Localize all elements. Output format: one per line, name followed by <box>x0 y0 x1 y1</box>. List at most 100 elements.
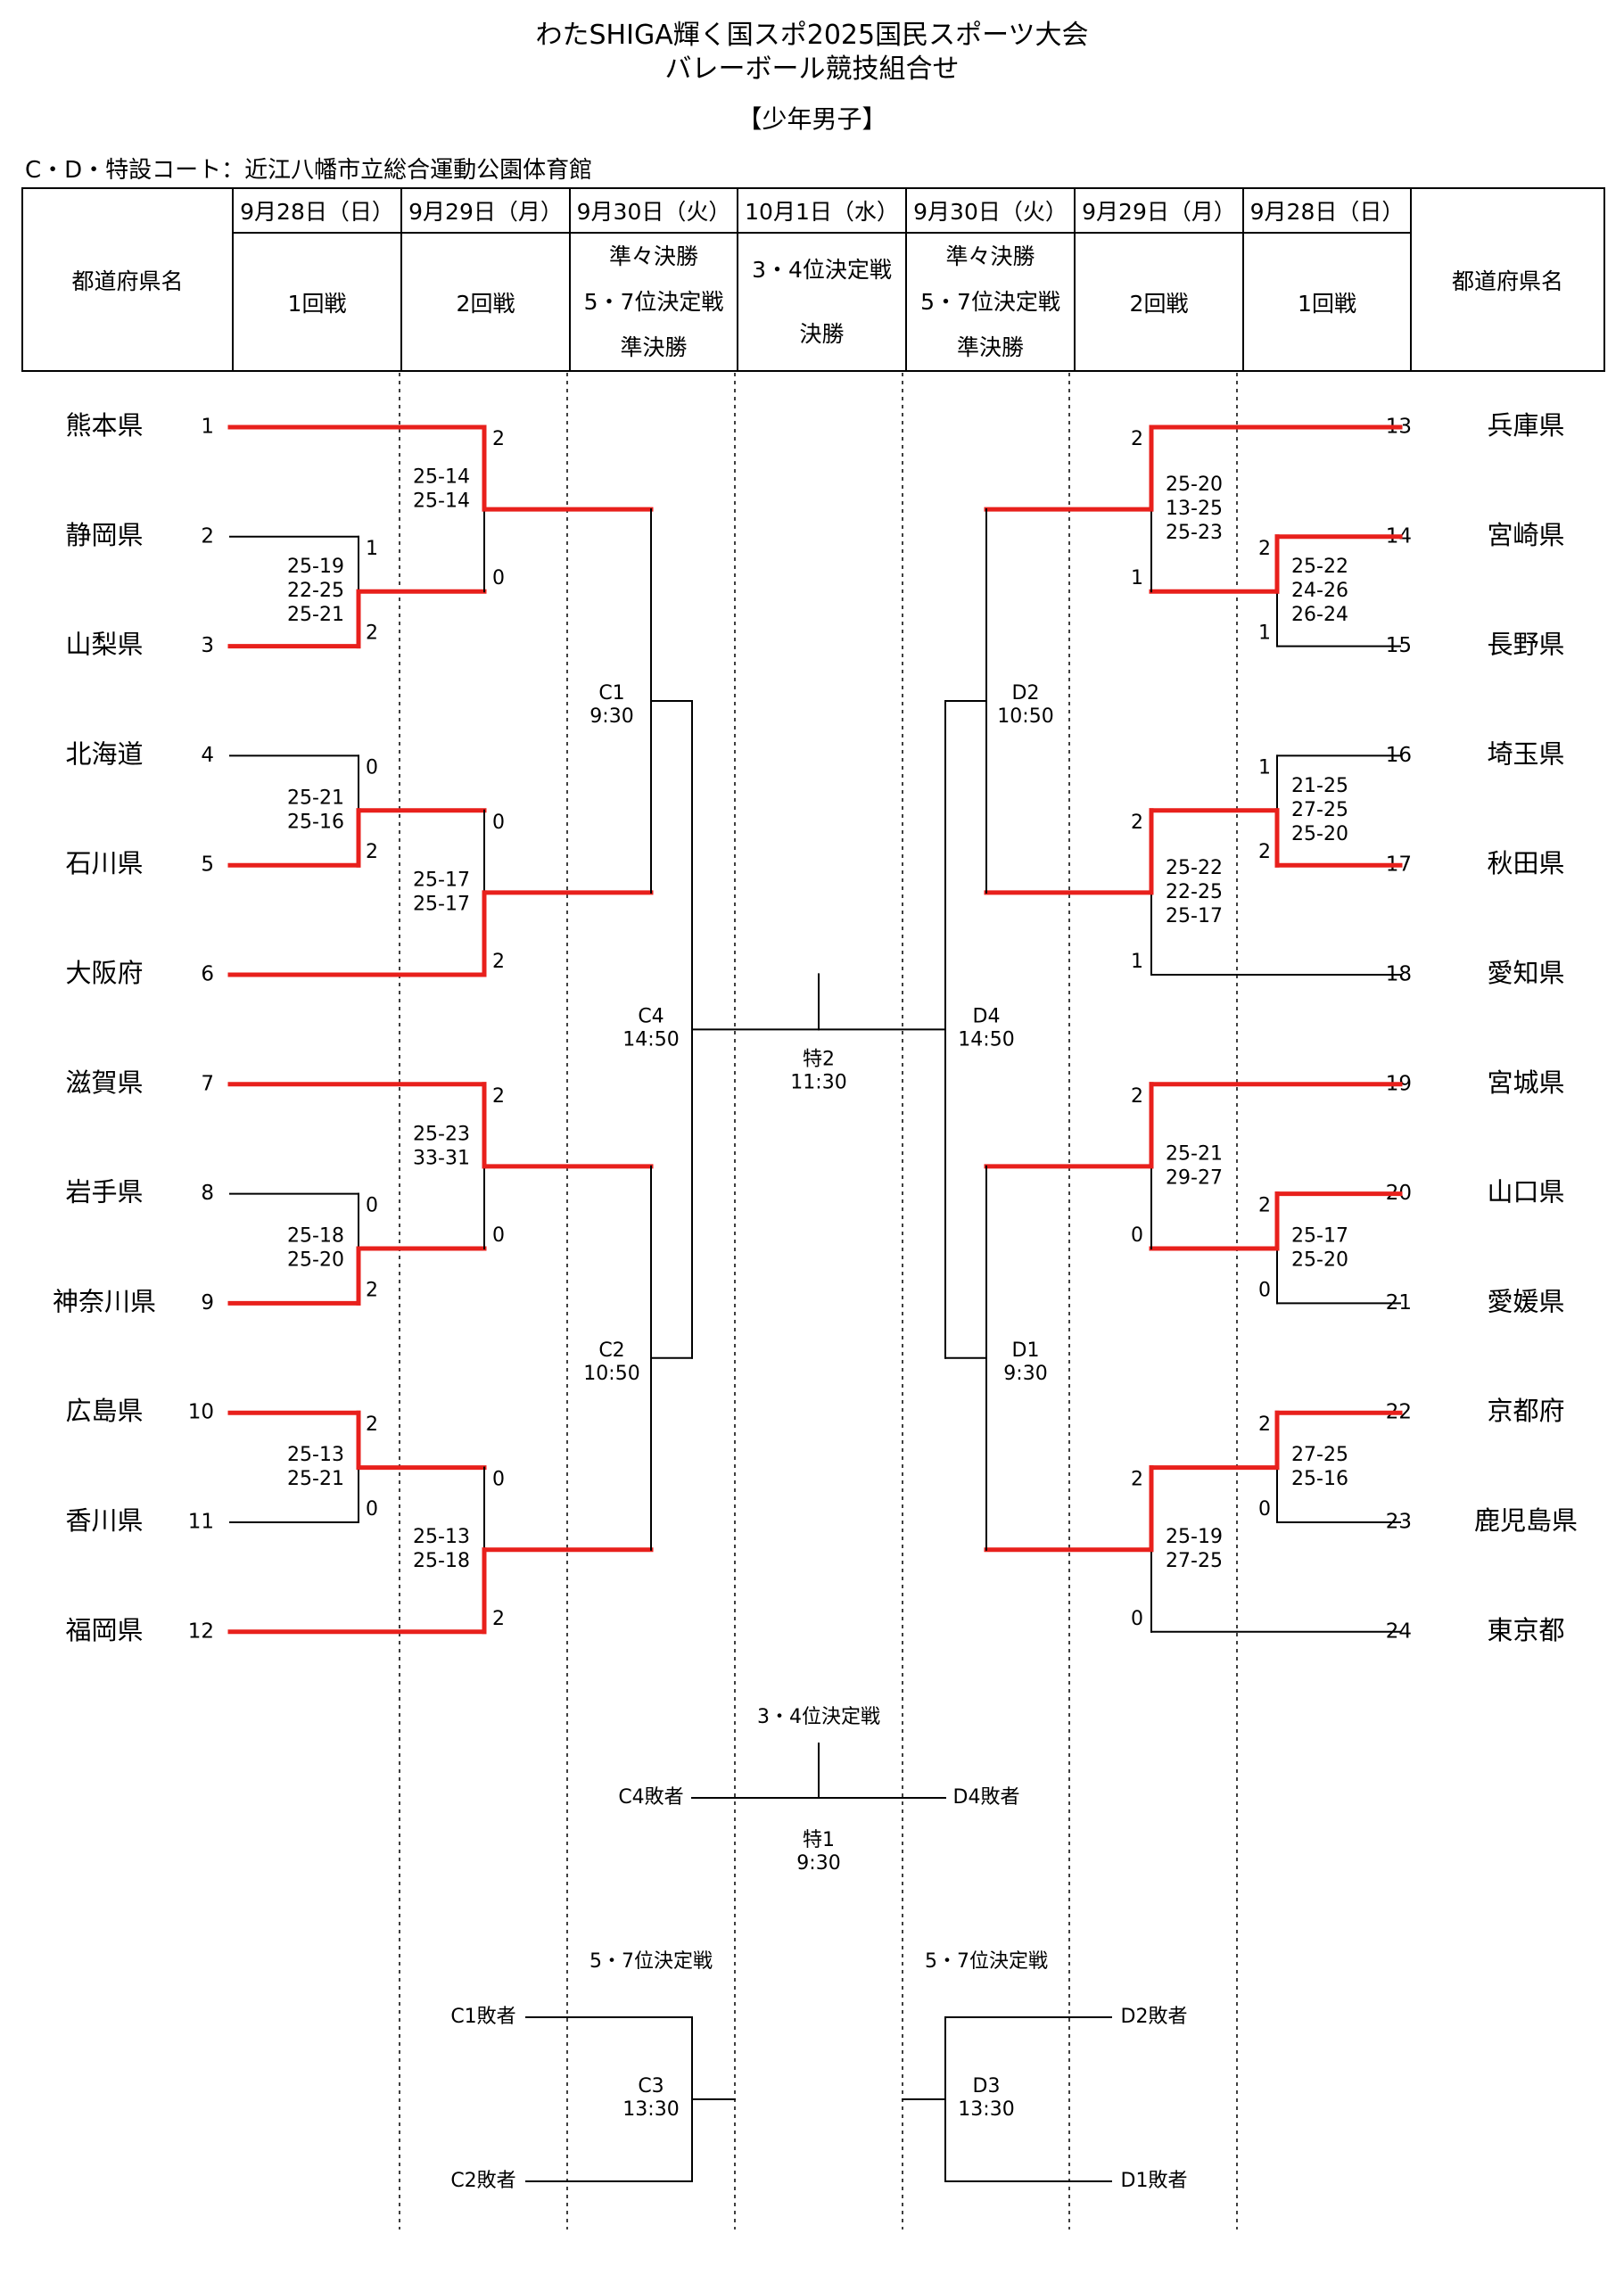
loser-label: D4敗者 <box>953 1786 1020 1809</box>
match-code: C3 <box>638 2075 664 2098</box>
venue-label: C・D・特設コート：近江八幡市立総合運動公園体育館 <box>25 157 593 184</box>
date-header: 9月30日（火） <box>905 187 1076 234</box>
set-score: 25-13 <box>287 1444 344 1466</box>
set-score: 26-24 <box>1291 604 1348 626</box>
match-time: 14:50 <box>958 1028 1014 1051</box>
date-header: 9月29日（月） <box>400 187 571 234</box>
team-name: 京都府 <box>1487 1396 1564 1426</box>
set-count: 2 <box>1258 1195 1271 1217</box>
match-time: 9:30 <box>589 705 633 728</box>
set-count: 0 <box>1131 1608 1143 1630</box>
event-subtitle: バレーボール競技組合せ <box>664 54 960 85</box>
team-name: 山口県 <box>1487 1177 1564 1207</box>
set-score: 25-22 <box>1166 857 1223 879</box>
round1-header: 1回戦 <box>232 232 402 372</box>
team-name: 石川県 <box>65 848 143 878</box>
team-name: 山梨県 <box>65 630 143 660</box>
set-score: 25-17 <box>413 893 470 915</box>
date-header: 9月28日（日） <box>1242 187 1412 234</box>
set-score: 25-23 <box>413 1123 470 1145</box>
team-name: 宮城県 <box>1487 1067 1564 1098</box>
round2-header: 2回戦 <box>1074 232 1244 372</box>
set-score: 25-20 <box>1291 1249 1348 1272</box>
team-seed: 2 <box>201 524 214 548</box>
set-score: 25-21 <box>287 604 344 626</box>
set-count: 2 <box>366 1279 378 1301</box>
set-count: 0 <box>366 1498 378 1521</box>
match-code: D4 <box>973 1005 1001 1027</box>
round-label: 5・7位決定戦 <box>583 289 724 315</box>
set-score: 29-27 <box>1166 1166 1223 1189</box>
round-label: 準決勝 <box>956 334 1024 360</box>
set-score: 27-25 <box>1291 1444 1348 1466</box>
team-seed: 3 <box>201 634 214 657</box>
match-code: C4 <box>638 1005 664 1027</box>
round-label: 準々決勝 <box>945 243 1035 269</box>
set-score: 25-16 <box>287 811 344 833</box>
match-code: D1 <box>1012 1339 1040 1362</box>
set-score: 21-25 <box>1291 775 1348 797</box>
set-score: 25-20 <box>287 1249 344 1272</box>
team-name: 愛媛県 <box>1487 1286 1564 1316</box>
set-count: 0 <box>1131 1224 1143 1247</box>
set-score: 25-21 <box>287 787 344 809</box>
set-count: 2 <box>1258 841 1271 863</box>
set-count: 0 <box>366 756 378 779</box>
round-label: 3・4位決定戦 <box>752 256 892 283</box>
set-count: 0 <box>366 1195 378 1217</box>
date-header: 9月28日（日） <box>232 187 402 234</box>
match-time: 11:30 <box>790 1071 846 1093</box>
set-score: 25-16 <box>1291 1468 1348 1490</box>
date-header: 10月1日（水） <box>737 187 907 234</box>
round-label: 決勝 <box>799 320 845 347</box>
set-count: 1 <box>366 538 378 560</box>
set-count: 0 <box>492 1469 505 1491</box>
match-code: 特1 <box>803 1829 835 1851</box>
round2-header: 2回戦 <box>400 232 571 372</box>
set-score: 27-25 <box>1291 799 1348 821</box>
date-header: 9月29日（月） <box>1074 187 1244 234</box>
set-score: 25-21 <box>1166 1142 1223 1165</box>
match-time: 10:50 <box>997 705 1053 728</box>
loser-label: C1敗者 <box>450 2006 515 2028</box>
match-title: 3・4位決定戦 <box>757 1706 880 1728</box>
pref-header-left: 都道府県名 <box>21 187 234 372</box>
team-name: 兵庫県 <box>1487 410 1564 441</box>
set-count: 0 <box>1258 1279 1271 1301</box>
set-score: 24-26 <box>1291 580 1348 602</box>
match-title: 5・7位決定戦 <box>589 1950 713 1973</box>
team-seed: 10 <box>188 1401 214 1424</box>
match-time: 9:30 <box>1003 1363 1047 1385</box>
team-name: 熊本県 <box>65 410 143 441</box>
match-code: C1 <box>598 682 624 705</box>
round1-header: 1回戦 <box>1242 232 1412 372</box>
loser-label: C2敗者 <box>450 2170 515 2192</box>
set-count: 2 <box>492 1608 505 1630</box>
team-seed: 8 <box>201 1182 214 1205</box>
set-score: 25-13 <box>413 1526 470 1548</box>
match-time: 13:30 <box>958 2098 1014 2121</box>
set-score: 25-20 <box>1291 823 1348 845</box>
set-score: 25-19 <box>1166 1526 1223 1548</box>
set-count: 1 <box>1131 567 1143 589</box>
team-name: 神奈川県 <box>53 1286 156 1316</box>
team-seed: 12 <box>188 1620 214 1643</box>
schedule-header: 都道府県名 9月28日（日） 9月29日（月） 9月30日（火） 10月1日（水… <box>21 187 1605 372</box>
set-count: 2 <box>366 1413 378 1436</box>
set-count: 0 <box>1258 1498 1271 1521</box>
final-header: 3・4位決定戦 決勝 <box>737 232 907 372</box>
set-score: 27-25 <box>1166 1550 1223 1572</box>
team-name: 広島県 <box>65 1396 143 1426</box>
set-count: 1 <box>1258 756 1271 779</box>
team-seed: 4 <box>201 744 214 767</box>
set-count: 2 <box>1258 538 1271 560</box>
team-seed: 5 <box>201 853 214 877</box>
set-count: 2 <box>1131 428 1143 450</box>
set-score: 13-25 <box>1166 498 1223 520</box>
set-score: 25-17 <box>1291 1225 1348 1248</box>
set-score: 33-31 <box>413 1147 470 1169</box>
set-count: 2 <box>366 622 378 645</box>
team-name: 東京都 <box>1487 1615 1564 1645</box>
team-seed: 6 <box>201 963 214 986</box>
match-time: 13:30 <box>622 2098 679 2121</box>
